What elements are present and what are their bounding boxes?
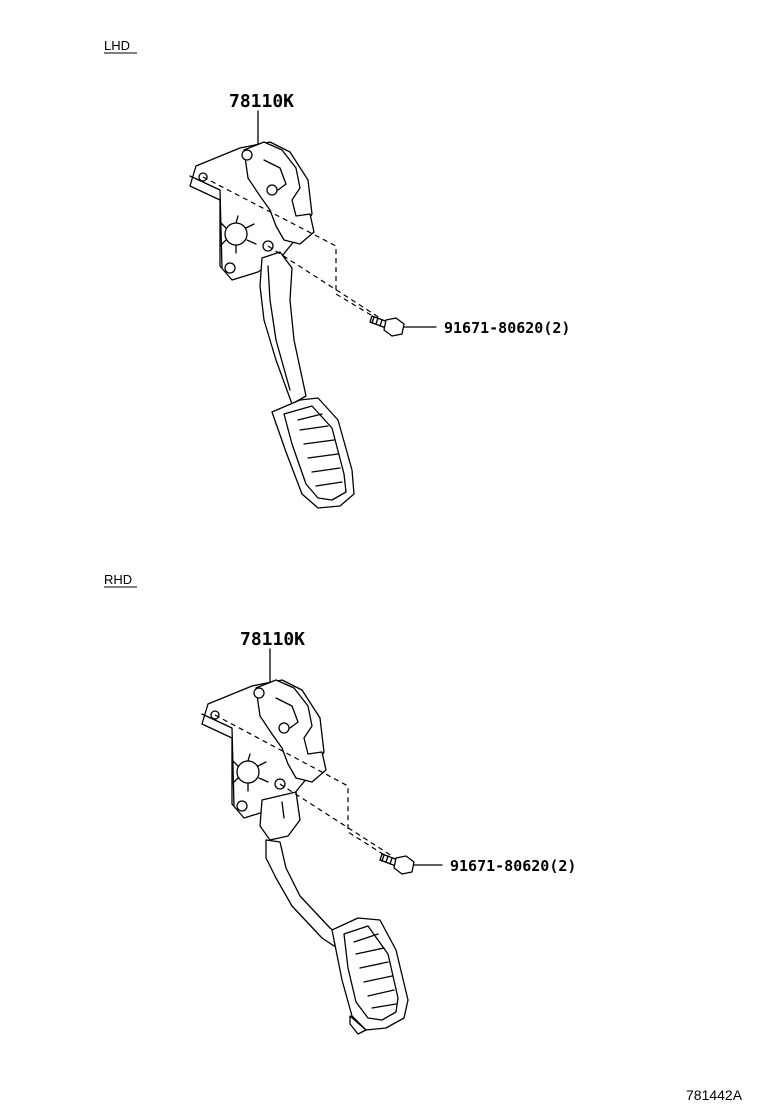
pedal-arm — [265, 839, 341, 947]
sensor-housing — [243, 141, 315, 245]
section-label-rhd: RHD — [104, 572, 132, 587]
pedal-pad-face — [343, 925, 399, 1021]
pedal-pad — [331, 917, 409, 1031]
pedal-arm-edge — [267, 265, 291, 391]
section-label-lhd: LHD — [104, 38, 130, 53]
alignment-line — [267, 245, 381, 319]
bolt-head — [393, 855, 415, 875]
bracket-flange — [189, 175, 223, 269]
bolt-label-rhd[interactable]: 91671-80620(2) — [450, 857, 576, 875]
bolt-head — [383, 317, 405, 337]
lower-housing-detail — [281, 801, 285, 819]
bolt-thread — [371, 316, 383, 327]
pedal-pad-face — [283, 405, 347, 501]
bolt-rhd[interactable] — [379, 853, 415, 875]
sensor-detail — [275, 697, 299, 729]
alignment-line — [214, 714, 387, 857]
sensor-housing — [255, 679, 327, 783]
mount-hole — [241, 149, 253, 161]
mount-hole — [278, 722, 290, 734]
alignment-line — [279, 783, 393, 857]
pedal-pad-ribs — [297, 413, 343, 487]
spring-hub — [219, 215, 257, 254]
bolt-label-lhd[interactable]: 91671-80620(2) — [444, 319, 570, 337]
spring-hub — [231, 753, 269, 792]
mount-hole — [236, 800, 248, 812]
pedal-arm — [259, 251, 307, 405]
part-label-accelerator-pedal-lhd[interactable]: 78110K — [229, 91, 294, 112]
bracket-flange — [201, 713, 235, 807]
figure-id: 781442A — [686, 1087, 743, 1103]
bolt-lhd[interactable] — [369, 315, 405, 337]
mount-hole — [224, 262, 236, 274]
pedal-pad — [271, 397, 355, 509]
mount-hole — [253, 687, 265, 699]
pedal-pad-ribs — [353, 933, 397, 1009]
bolt-thread — [381, 854, 393, 865]
section-lhd: LHD 78110K — [104, 38, 570, 509]
alignment-line — [202, 176, 377, 319]
accelerator-pedal-assembly-rhd[interactable] — [201, 679, 409, 1035]
lower-housing — [259, 791, 301, 841]
part-label-accelerator-pedal-rhd[interactable]: 78110K — [240, 629, 305, 650]
pedal-stop — [349, 1015, 367, 1035]
accelerator-pedal-assembly-lhd[interactable] — [189, 141, 355, 509]
sensor-detail — [263, 159, 287, 191]
section-rhd: RHD 78110K — [104, 572, 576, 1035]
mount-hole — [266, 184, 278, 196]
